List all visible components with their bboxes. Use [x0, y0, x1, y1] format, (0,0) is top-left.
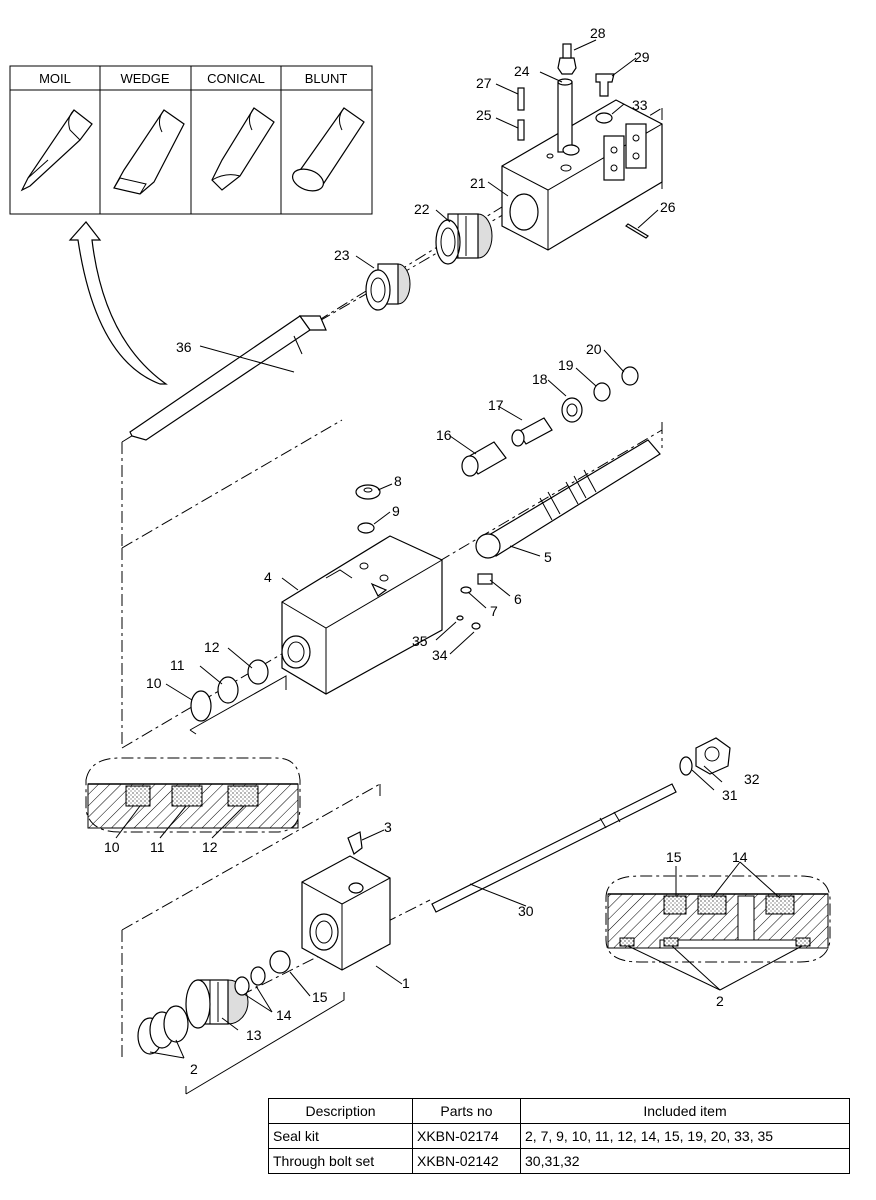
part-label-2-detail: 2	[716, 993, 724, 1009]
part-label-30: 30	[518, 903, 534, 919]
part-label-35: 35	[412, 633, 428, 649]
part-label-14: 14	[276, 1007, 292, 1023]
part-label-16: 16	[436, 427, 452, 443]
tool-type-conical: CONICAL	[207, 71, 265, 86]
part-label-11: 11	[170, 657, 185, 673]
back-head-assembly	[121, 737, 731, 1095]
part-label-3: 3	[384, 819, 392, 835]
conical-tool-icon	[211, 107, 275, 191]
part-label-10: 10	[146, 675, 162, 691]
front-head-assembly	[121, 43, 663, 550]
moil-tool-icon	[20, 109, 93, 192]
part-label-34: 34	[432, 647, 448, 663]
part-label-26: 26	[660, 199, 676, 215]
part-label-12-detail: 12	[202, 839, 218, 855]
leader-lines	[149, 39, 723, 1059]
part-label-32: 32	[744, 771, 760, 787]
part-label-22: 22	[414, 201, 430, 217]
cell-included-item: 30,31,32	[520, 1148, 850, 1174]
part-label-33: 33	[632, 97, 648, 113]
cell-description: Seal kit	[268, 1123, 413, 1149]
seal-detail-lower	[605, 861, 831, 991]
part-label-19: 19	[558, 357, 574, 373]
part-label-8: 8	[394, 473, 402, 489]
part-label-25: 25	[476, 107, 492, 123]
part-label-23: 23	[334, 247, 350, 263]
chisel-36	[129, 315, 327, 441]
table-row: Through bolt set XKBN-02142 30,31,32	[268, 1148, 850, 1174]
seal-detail-upper	[85, 757, 301, 839]
part-label-7: 7	[490, 603, 498, 619]
front-head-block-21	[501, 99, 663, 251]
back-head-block-1	[301, 855, 391, 971]
piston-5	[475, 439, 661, 559]
cylinder-assembly	[121, 366, 663, 749]
tool-type-blunt: BLUNT	[305, 71, 348, 86]
cell-parts-no: XKBN-02174	[412, 1123, 521, 1149]
header-description: Description	[268, 1098, 413, 1124]
cylinder-block-4	[281, 535, 443, 695]
part-label-11-detail: 11	[150, 839, 165, 855]
tool-type-moil: MOIL	[39, 71, 71, 86]
part-label-21: 21	[470, 175, 486, 191]
part-labels: 1 2 2 3 4 5 6 7 8 9 10 10 11 11 12 12 13…	[104, 25, 760, 1077]
header-parts-no: Parts no	[412, 1098, 521, 1124]
part-label-31: 31	[722, 787, 738, 803]
part-label-17: 17	[488, 397, 504, 413]
part-label-18: 18	[532, 371, 548, 387]
part-label-36: 36	[176, 339, 192, 355]
through-bolt-30	[431, 783, 677, 913]
part-label-4: 4	[264, 569, 272, 585]
blunt-tool-icon	[291, 107, 365, 192]
tool-type-wedge: WEDGE	[120, 71, 169, 86]
wedge-tool-icon	[113, 109, 185, 195]
parts-kit-table: Description Parts no Included item Seal …	[268, 1098, 850, 1174]
part-label-6: 6	[514, 591, 522, 607]
part-label-5: 5	[544, 549, 552, 565]
table-row: Seal kit XKBN-02174 2, 7, 9, 10, 11, 12,…	[268, 1123, 850, 1149]
part-label-13: 13	[246, 1027, 262, 1043]
cell-description: Through bolt set	[268, 1148, 413, 1174]
tool-types-panel: MOIL WEDGE CONICAL BLUNT	[9, 65, 373, 215]
part-label-12: 12	[204, 639, 220, 655]
part-label-2: 2	[190, 1061, 198, 1077]
part-label-15: 15	[312, 989, 328, 1005]
part-label-20: 20	[586, 341, 602, 357]
part-label-1: 1	[402, 975, 410, 991]
part-label-14-detail: 14	[732, 849, 748, 865]
part-label-10-detail: 10	[104, 839, 120, 855]
part-label-15-detail: 15	[666, 849, 682, 865]
curved-arrow-icon	[68, 221, 168, 385]
header-included-item: Included item	[520, 1098, 850, 1124]
cell-included-item: 2, 7, 9, 10, 11, 12, 14, 15, 19, 20, 33,…	[520, 1123, 850, 1149]
part-label-29: 29	[634, 49, 650, 65]
cell-parts-no: XKBN-02142	[412, 1148, 521, 1174]
part-label-9: 9	[392, 503, 400, 519]
part-label-27: 27	[476, 75, 492, 91]
table-header-row: Description Parts no Included item	[268, 1098, 850, 1124]
part-label-28: 28	[590, 25, 606, 41]
part-label-24: 24	[514, 63, 530, 79]
